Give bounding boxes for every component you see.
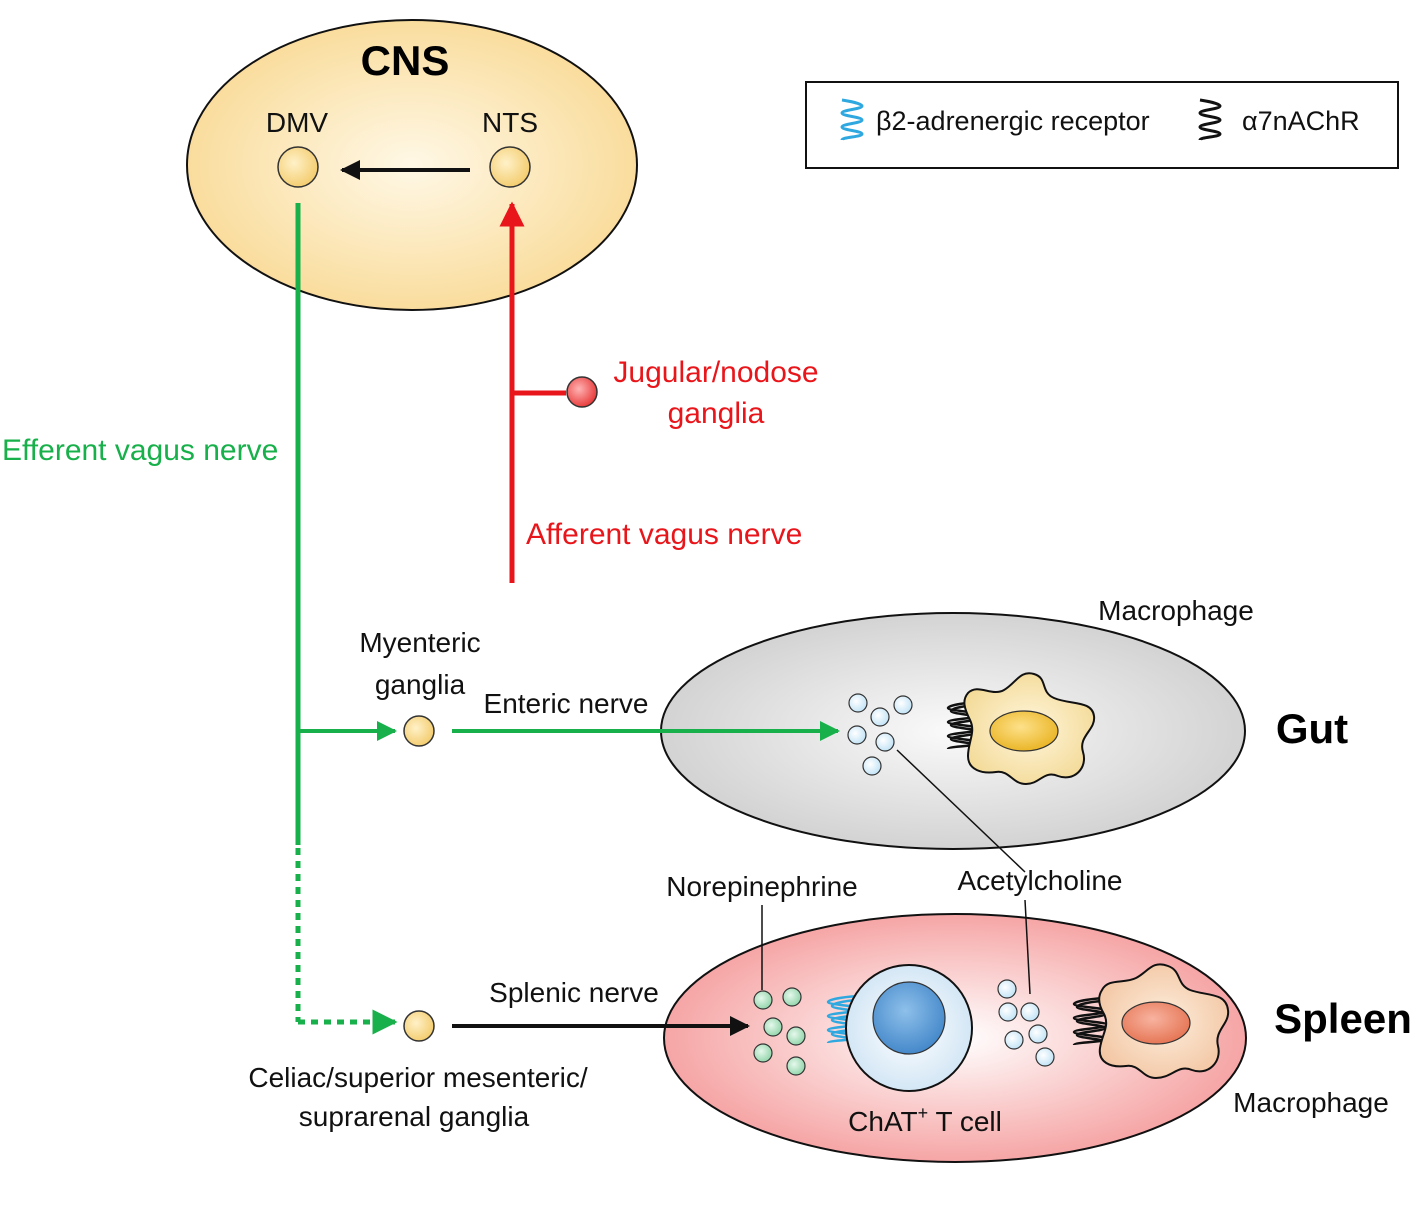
ach-vesicle (875, 732, 895, 752)
ne-vesicle (786, 1056, 806, 1076)
spleen-macrophage-label: Macrophage (1233, 1087, 1389, 1118)
gut-macrophage-label: Macrophage (1098, 595, 1254, 626)
ach-vesicle (848, 693, 868, 713)
ne-vesicle (753, 990, 773, 1010)
gut-macrophage-nucleus (989, 710, 1059, 752)
norepinephrine-vesicles (753, 987, 806, 1076)
chat-tcell-nucleus (872, 981, 946, 1055)
beta2-legend-label: β2-adrenergic receptor (876, 106, 1150, 136)
efferent-pathway: Efferent vagus nerve (2, 203, 398, 1035)
spleen-region: Spleen Macrophage Celiac/superior mesent… (248, 913, 1412, 1163)
myenteric-label-line1: Myenteric (359, 627, 480, 658)
spleen-acetylcholine-vesicles (997, 979, 1055, 1067)
gut-title: Gut (1276, 705, 1348, 752)
cns-region: CNS DMV NTS (186, 19, 638, 311)
chat-tcell-prefix: ChAT (848, 1106, 918, 1137)
molecule-callouts: Norepinephrine Acetylcholine (666, 749, 1123, 995)
cns-title: CNS (361, 37, 450, 84)
afferent-vagus-label: Afferent vagus nerve (526, 518, 802, 551)
beta2-receptor-legend-icon (840, 98, 864, 142)
ach-vesicle (1035, 1047, 1055, 1067)
gut-region: Macrophage Gut Myenteric ganglia Enteric… (359, 595, 1348, 850)
chat-tcell-suffix: T cell (928, 1106, 1002, 1137)
celiac-label-line2: suprarenal ganglia (299, 1101, 530, 1132)
ne-vesicle (753, 1043, 773, 1063)
dmv-neuron (277, 146, 319, 188)
celiac-ganglion (403, 1010, 435, 1042)
ne-vesicle (786, 1026, 806, 1046)
nts-label: NTS (482, 107, 538, 138)
ach-vesicle (847, 725, 867, 745)
acetylcholine-pointer-gut (896, 749, 1026, 873)
celiac-label-line1: Celiac/superior mesenteric/ (248, 1062, 587, 1093)
ach-vesicle (1020, 1002, 1040, 1022)
legend-box (805, 81, 1399, 169)
ach-vesicle (893, 695, 913, 715)
splenic-nerve-label: Splenic nerve (489, 977, 659, 1008)
ach-vesicle (997, 979, 1017, 999)
ach-vesicle (998, 1002, 1018, 1022)
legend: β2-adrenergic receptor α7nAChR (805, 81, 1399, 169)
chat-tcell-sup: + (918, 1103, 929, 1123)
ach-vesicle (862, 756, 882, 776)
acetylcholine-label: Acetylcholine (958, 865, 1123, 896)
ne-vesicle (763, 1017, 783, 1037)
gut-acetylcholine-vesicles (847, 693, 913, 776)
jugular-label-line2: ganglia (668, 397, 765, 430)
spleen-macrophage-nucleus (1121, 1001, 1191, 1045)
jugular-label-line1: Jugular/nodose (613, 356, 818, 389)
norepinephrine-label: Norepinephrine (666, 871, 857, 902)
ne-vesicle (782, 987, 802, 1007)
afferent-pathway: Jugular/nodose ganglia Afferent vagus ne… (499, 201, 819, 583)
enteric-nerve-label: Enteric nerve (484, 688, 649, 719)
alpha7-legend-label: α7nAChR (1242, 106, 1360, 136)
acetylcholine-pointer-spleen (1024, 899, 1031, 995)
ach-vesicle (1004, 1030, 1024, 1050)
chat-tcell-label: ChAT+ T cell (848, 1103, 1002, 1137)
jugular-nodose-ganglion (566, 376, 598, 408)
efferent-vagus-label: Efferent vagus nerve (2, 434, 278, 467)
myenteric-ganglion (403, 715, 435, 747)
alpha7-receptor-legend-icon (1198, 98, 1222, 142)
ach-vesicle (870, 707, 890, 727)
myenteric-label-line2: ganglia (375, 669, 466, 700)
ach-vesicle (1028, 1024, 1048, 1044)
dmv-label: DMV (266, 107, 329, 138)
nts-neuron (489, 146, 531, 188)
spleen-title: Spleen (1274, 995, 1412, 1042)
